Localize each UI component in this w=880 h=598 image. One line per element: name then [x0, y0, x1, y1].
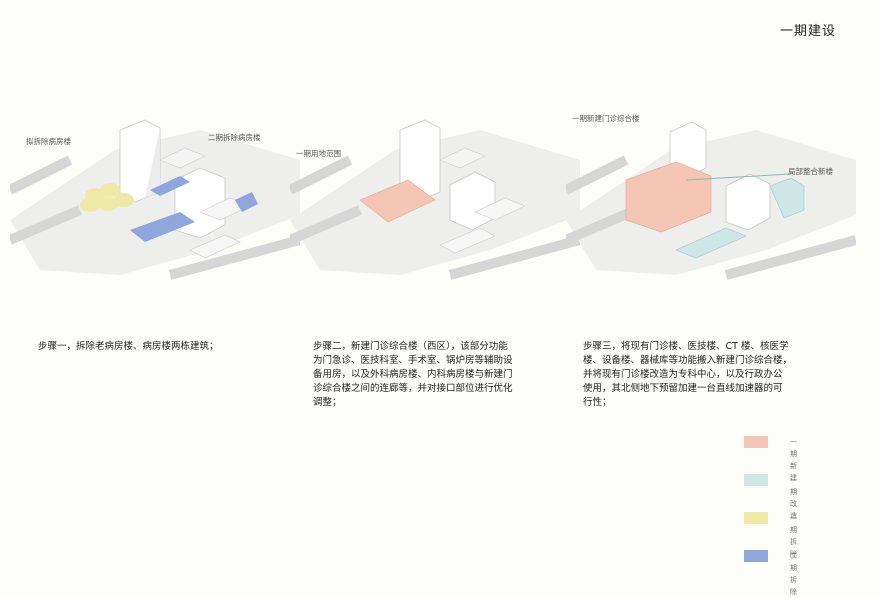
caption-line: 步骤一，拆除老病房楼、病房楼两栋建筑；	[38, 341, 219, 352]
caption-line: 步骤三，将现有门诊楼、医技楼、CT 楼、核医学	[583, 341, 789, 352]
page-title: 一期建设	[779, 24, 836, 39]
step1-caption: 步骤一，拆除老病房楼、病房楼两栋建筑；	[38, 340, 219, 354]
step3-caption: 步骤三，将现有门诊楼、医技楼、CT 楼、核医学 楼、设备楼、器械库等功能搬入新建…	[583, 340, 792, 410]
caption-line: 诊综合楼之间的连廊等，并对接口部位进行优化	[313, 383, 513, 394]
step2-diagram: 一期用地范围	[290, 100, 580, 290]
legend-swatch	[744, 512, 768, 524]
legend-swatch	[744, 550, 768, 562]
callout-new-outpatient: 一期新建门诊综合楼	[572, 113, 640, 123]
step2-caption: 步骤二，新建门诊综合楼（西区），该部分功能 为门急诊、医技科室、手术室、锅炉房等…	[313, 340, 513, 410]
caption-line: 步骤二，新建门诊综合楼（西区），该部分功能	[313, 341, 508, 352]
callout-demolish-ward: 拟拆除病房楼	[26, 136, 71, 146]
legend-label: 二期拆除	[790, 552, 797, 596]
callout-integrated-building: 局部整合新楼	[788, 166, 833, 176]
caption-line: 为门急诊、医技科室、手术室、锅炉房等辅助设	[313, 355, 513, 366]
step3-diagram: 一期新建门诊综合楼 局部整合新楼	[566, 100, 856, 290]
legend-swatch	[744, 474, 768, 486]
legend-label: 一期改造	[790, 476, 797, 520]
caption-line: 使用，其北侧地下预留加建一台直线加速器的可	[583, 383, 783, 394]
caption-line: 并将现有门诊楼改造为专科中心，以及行政办公	[583, 369, 783, 380]
caption-line: 调整；	[313, 397, 342, 408]
step1-diagram: 拟拆除病房楼 二期拆除病房楼	[10, 100, 300, 290]
callout-site-area: 一期用地范围	[296, 148, 341, 158]
caption-line: 行性；	[583, 397, 612, 408]
caption-line: 备用房，以及外科病房楼、内科病房楼与新建门	[313, 369, 513, 380]
legend-label: 一期新建	[790, 438, 797, 482]
legend-swatch	[744, 436, 768, 448]
caption-line: 楼、设备楼、器械库等功能搬入新建门诊综合楼，	[583, 355, 793, 366]
callout-phase2-demolish: 二期拆除病房楼	[208, 132, 261, 142]
